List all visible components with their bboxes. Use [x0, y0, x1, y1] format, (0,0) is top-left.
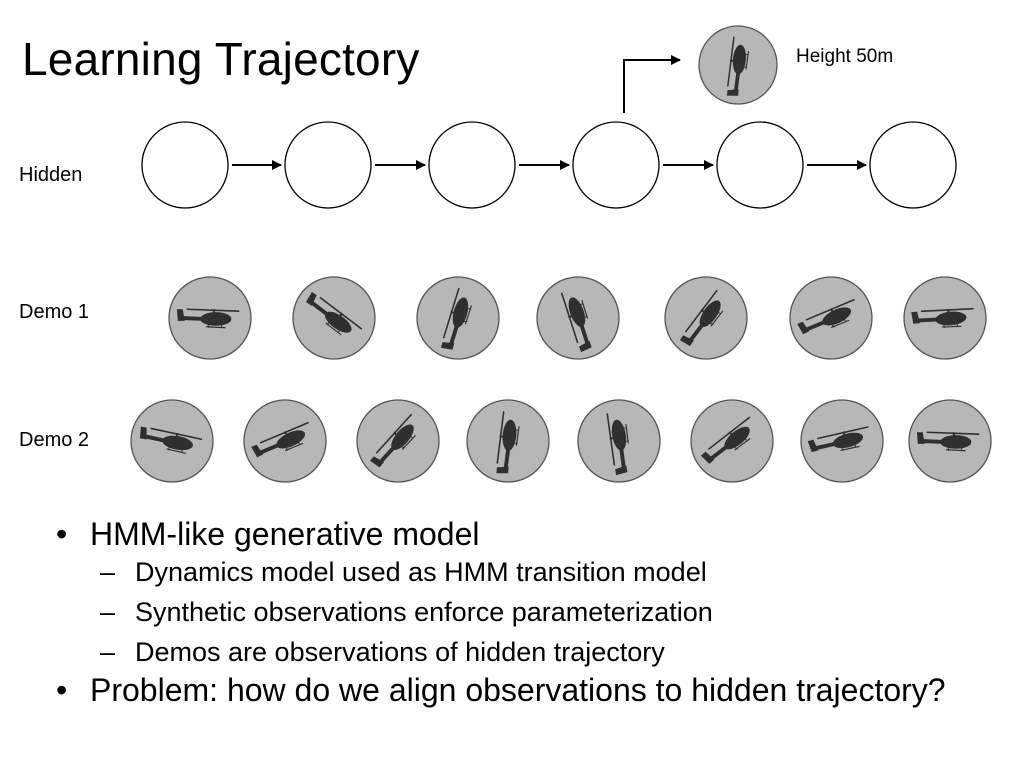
bullet-dot: •	[56, 672, 68, 708]
bullet-list: • HMM-like generative model –Dynamics mo…	[50, 516, 1010, 708]
helicopter-badge	[416, 276, 500, 360]
helicopter-badge	[908, 399, 992, 483]
height-label: Height 50m	[796, 46, 894, 67]
bullet-text: Problem: how do we align observations to…	[90, 672, 946, 708]
row-label-demo1: Demo 1	[19, 301, 90, 323]
hidden-state-node	[869, 121, 957, 209]
sub-bullet-text: Synthetic observations enforce parameter…	[135, 597, 713, 627]
bullet-item: • HMM-like generative model –Dynamics mo…	[50, 516, 1010, 672]
hidden-state-node	[284, 121, 372, 209]
hidden-state-node	[428, 121, 516, 209]
bullet-item: • Problem: how do we align observations …	[50, 672, 1010, 708]
helicopter-badge	[536, 276, 620, 360]
helicopter-badge	[903, 276, 987, 360]
bullet-dot: •	[56, 516, 68, 552]
connector-arrow	[623, 55, 681, 113]
row-label-demo2: Demo 2	[19, 429, 90, 451]
sub-bullet-item: –Demos are observations of hidden trajec…	[100, 637, 665, 667]
helicopter-badge	[466, 399, 550, 483]
helicopter-badge	[664, 276, 748, 360]
sub-bullet-item: –Dynamics model used as HMM transition m…	[100, 557, 707, 587]
helicopter-badge	[168, 276, 252, 360]
sub-bullet-text: Dynamics model used as HMM transition mo…	[135, 557, 707, 587]
row-label-hidden: Hidden	[19, 164, 83, 186]
hidden-state-node	[716, 121, 804, 209]
helicopter-badge	[789, 276, 873, 360]
helicopter-badge	[690, 399, 774, 483]
sub-bullet-item: –Synthetic observations enforce paramete…	[100, 597, 713, 627]
bullet-text: HMM-like generative model	[90, 516, 480, 552]
helicopter-badge	[800, 399, 884, 483]
sub-bullet-list: –Dynamics model used as HMM transition m…	[90, 552, 1010, 672]
hidden-state-node	[141, 121, 229, 209]
sub-bullet-text: Demos are observations of hidden traject…	[135, 637, 665, 667]
helicopter-badge	[698, 25, 778, 105]
slide-title: Learning Trajectory	[22, 33, 420, 85]
helicopter-badge	[243, 399, 327, 483]
hidden-state-node	[572, 121, 660, 209]
helicopter-badge	[292, 276, 376, 360]
helicopter-badge	[577, 399, 661, 483]
helicopter-badge	[130, 399, 214, 483]
helicopter-badge	[356, 399, 440, 483]
